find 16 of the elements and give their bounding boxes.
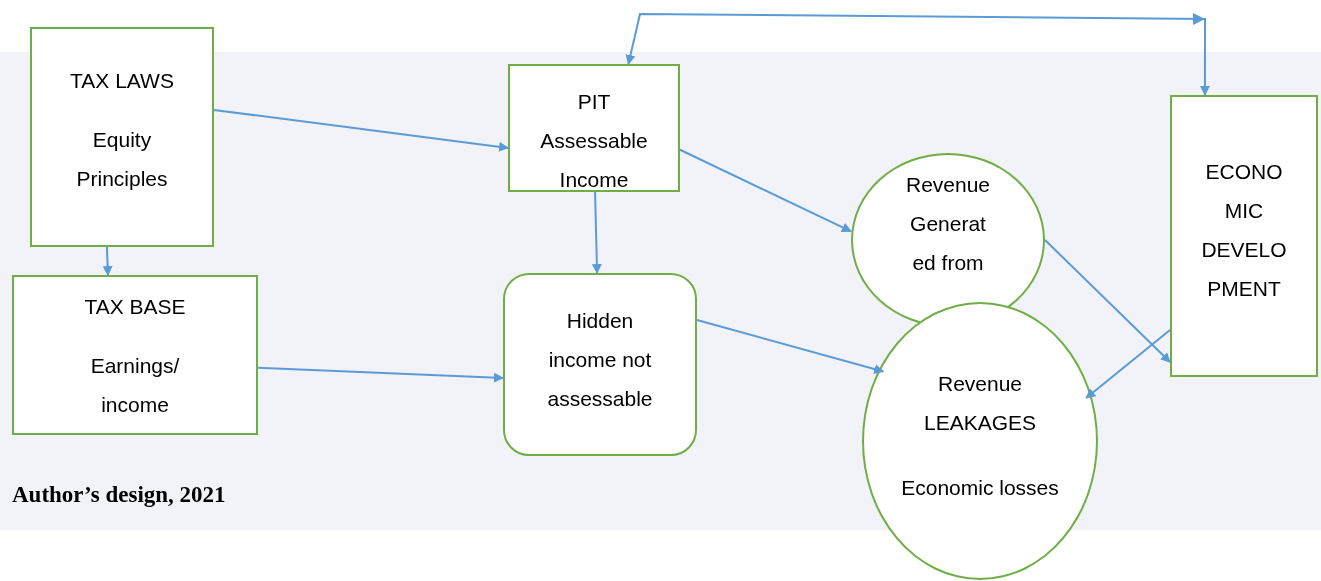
- ellipse-heading: Revenue LEAKAGES: [922, 371, 1038, 436]
- node-text: Revenue Generat ed from: [904, 172, 992, 276]
- node-text: ECONO MIC DEVELO PMENT: [1201, 159, 1287, 302]
- box-heading: TAX BASE: [84, 294, 186, 320]
- ellipse-text: Economic losses: [901, 475, 1059, 501]
- concept-box: [503, 273, 697, 456]
- source-note: Author’s design, 2021: [12, 481, 226, 509]
- node-text: PIT Assessable Income: [540, 89, 648, 193]
- node-text: Hidden income not assessable: [546, 308, 654, 412]
- concept-box: [12, 275, 258, 435]
- box-text: Earnings/ income: [89, 353, 181, 418]
- concept-box: [1170, 95, 1318, 377]
- concept-box: [30, 27, 214, 247]
- concept-box: [508, 64, 680, 192]
- box-heading: TAX LAWS: [70, 68, 174, 94]
- box-text: Equity Principles: [75, 127, 169, 192]
